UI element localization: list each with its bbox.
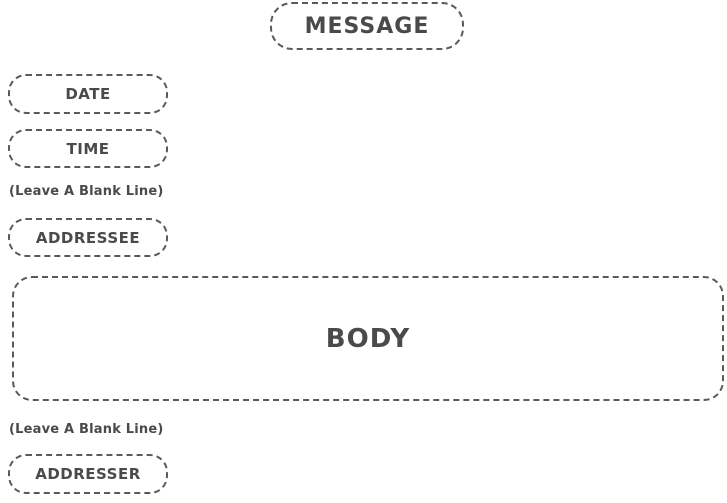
- blank-line-note-2: (Leave A Blank Line): [9, 422, 164, 437]
- message-title-box: MESSAGE: [270, 2, 464, 50]
- date-label: DATE: [65, 85, 111, 103]
- time-label: TIME: [66, 139, 110, 158]
- date-box: DATE: [8, 74, 168, 114]
- body-box: BODY: [12, 276, 724, 401]
- time-box: TIME: [8, 129, 168, 168]
- message-title-label: MESSAGE: [304, 13, 430, 39]
- addresser-label: ADDRESSER: [35, 465, 141, 483]
- addresser-box: ADDRESSER: [8, 454, 168, 494]
- body-label: BODY: [325, 323, 411, 354]
- addressee-box: ADDRESSEE: [8, 218, 168, 257]
- addressee-label: ADDRESSEE: [35, 228, 141, 247]
- blank-line-note-1: (Leave A Blank Line): [9, 184, 164, 199]
